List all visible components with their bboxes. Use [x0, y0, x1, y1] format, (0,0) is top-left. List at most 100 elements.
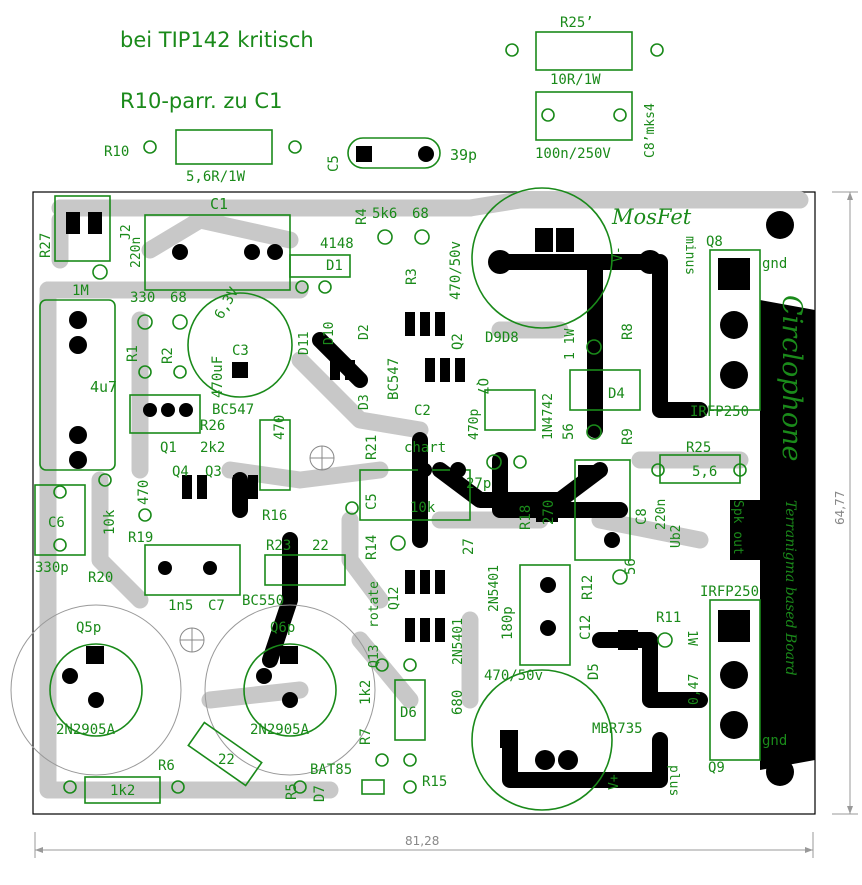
- dimension-width: 81,28: [34, 832, 814, 858]
- svg-text:Q2: Q2: [450, 333, 466, 350]
- svg-text:68: 68: [170, 290, 187, 306]
- svg-text:D10: D10: [322, 322, 337, 345]
- svg-text:C8’mks4: C8’mks4: [643, 103, 658, 158]
- svg-text:D9D8: D9D8: [485, 330, 519, 346]
- svg-text:1 1W: 1 1W: [563, 329, 578, 360]
- svg-text:Q6p: Q6p: [270, 620, 295, 636]
- svg-text:IRFP250: IRFP250: [690, 404, 749, 420]
- svg-text:22: 22: [218, 752, 235, 768]
- svg-text:Q8: Q8: [706, 234, 723, 250]
- svg-text:D1: D1: [326, 258, 343, 274]
- svg-text:470p: 470p: [467, 409, 482, 440]
- svg-text:R12: R12: [580, 575, 596, 600]
- svg-text:MBR735: MBR735: [592, 721, 643, 737]
- svg-text:BC550: BC550: [242, 593, 284, 609]
- component-labels: C1 J2 R27 220n 1M R4 5k6 68 4148 D1 R3 4…: [35, 195, 787, 802]
- dimension-height: 64,77: [832, 191, 858, 815]
- svg-text:180p: 180p: [500, 606, 516, 640]
- svg-text:R20: R20: [88, 570, 113, 586]
- svg-text:56: 56: [561, 423, 577, 440]
- note-line-1: bei TIP142 kritisch: [120, 28, 314, 52]
- svg-text:56: 56: [623, 558, 639, 575]
- svg-text:10k: 10k: [410, 500, 436, 516]
- svg-text:R3: R3: [404, 268, 420, 285]
- svg-text:220n: 220n: [654, 499, 669, 530]
- svg-text:D2: D2: [357, 324, 372, 340]
- svg-text:1M: 1M: [72, 283, 89, 299]
- component-outlines: [34, 195, 761, 804]
- svg-text:R15: R15: [422, 774, 447, 790]
- svg-text:Q7: Q7: [474, 378, 490, 395]
- svg-text:470/50v: 470/50v: [448, 241, 464, 300]
- svg-text:470uF: 470uF: [210, 356, 226, 398]
- svg-text:D11: D11: [297, 332, 312, 355]
- svg-text:1N4742: 1N4742: [541, 393, 556, 440]
- svg-text:R26: R26: [200, 418, 225, 434]
- svg-text:Q4: Q4: [172, 464, 189, 480]
- svg-text:R6: R6: [158, 758, 175, 774]
- svg-text:J2: J2: [119, 224, 134, 240]
- svg-text:680: 680: [450, 690, 466, 715]
- svg-text:R5: R5: [284, 783, 300, 800]
- svg-text:C12: C12: [578, 615, 594, 640]
- svg-text:C6: C6: [48, 515, 65, 531]
- svg-text:R8: R8: [620, 323, 636, 340]
- heatsink-q5p: [10, 604, 182, 776]
- svg-text:68: 68: [412, 206, 429, 222]
- external-r25: R25’ 10R/1W: [505, 15, 664, 88]
- svg-text:10R/1W: 10R/1W: [550, 72, 601, 88]
- svg-text:minus: minus: [682, 236, 697, 275]
- svg-text:gnd: gnd: [762, 733, 787, 749]
- svg-text:10k: 10k: [102, 509, 118, 535]
- svg-text:39p: 39p: [450, 146, 477, 164]
- svg-text:C3: C3: [232, 343, 249, 359]
- svg-text:C2: C2: [414, 403, 431, 419]
- board-subtitle: Terranigma based Board: [782, 500, 798, 676]
- svg-text:BC547: BC547: [386, 358, 402, 400]
- svg-text:R2: R2: [160, 347, 176, 364]
- svg-text:R9: R9: [620, 428, 636, 445]
- svg-text:1n5: 1n5: [168, 598, 193, 614]
- mosfet-label: MosFet: [611, 205, 692, 229]
- svg-text:C5: C5: [326, 155, 342, 172]
- svg-text:5k6: 5k6: [372, 206, 397, 222]
- svg-text:2k2: 2k2: [200, 440, 225, 456]
- svg-text:BAT85: BAT85: [310, 762, 352, 778]
- svg-text:2N2905A: 2N2905A: [56, 722, 116, 738]
- svg-text:V+: V+: [607, 774, 622, 790]
- svg-text:chart: chart: [404, 440, 446, 456]
- svg-text:100n/250V: 100n/250V: [535, 146, 611, 162]
- svg-text:R4: R4: [354, 208, 370, 225]
- svg-text:R21: R21: [364, 435, 380, 460]
- svg-text:plus: plus: [666, 765, 681, 796]
- svg-text:C1: C1: [210, 195, 228, 213]
- svg-text:D6: D6: [400, 705, 417, 721]
- svg-text:R18: R18: [518, 505, 534, 530]
- svg-text:R16: R16: [262, 508, 287, 524]
- svg-text:R25’: R25’: [560, 15, 594, 31]
- svg-text:C8: C8: [634, 508, 650, 525]
- heatsink-q6p: [204, 604, 376, 776]
- svg-text:27p: 27p: [466, 476, 491, 492]
- svg-text:D7: D7: [312, 785, 328, 802]
- svg-text:2N5401: 2N5401: [487, 565, 502, 612]
- svg-text:Q13: Q13: [367, 645, 382, 668]
- svg-text:R7: R7: [358, 728, 374, 745]
- svg-text:R14: R14: [364, 535, 380, 560]
- svg-text:5,6R/1W: 5,6R/1W: [186, 169, 246, 185]
- svg-text:Q5p: Q5p: [76, 620, 101, 636]
- svg-text:C7: C7: [208, 598, 225, 614]
- svg-text:Q3: Q3: [205, 464, 222, 480]
- svg-text:rotate: rotate: [367, 581, 382, 628]
- external-r10: R10 5,6R/1W: [104, 129, 302, 185]
- svg-text:Spk out: Spk out: [730, 500, 745, 555]
- cap-large-bottom: [471, 669, 613, 811]
- svg-text:81,28: 81,28: [405, 834, 439, 848]
- cap-c3-outline: [187, 292, 293, 398]
- svg-text:27: 27: [461, 538, 477, 555]
- svg-text:4148: 4148: [320, 236, 354, 252]
- external-c5prime: C5 39p: [326, 137, 477, 172]
- svg-text:R19: R19: [128, 530, 153, 546]
- svg-text:Ub2: Ub2: [669, 525, 684, 548]
